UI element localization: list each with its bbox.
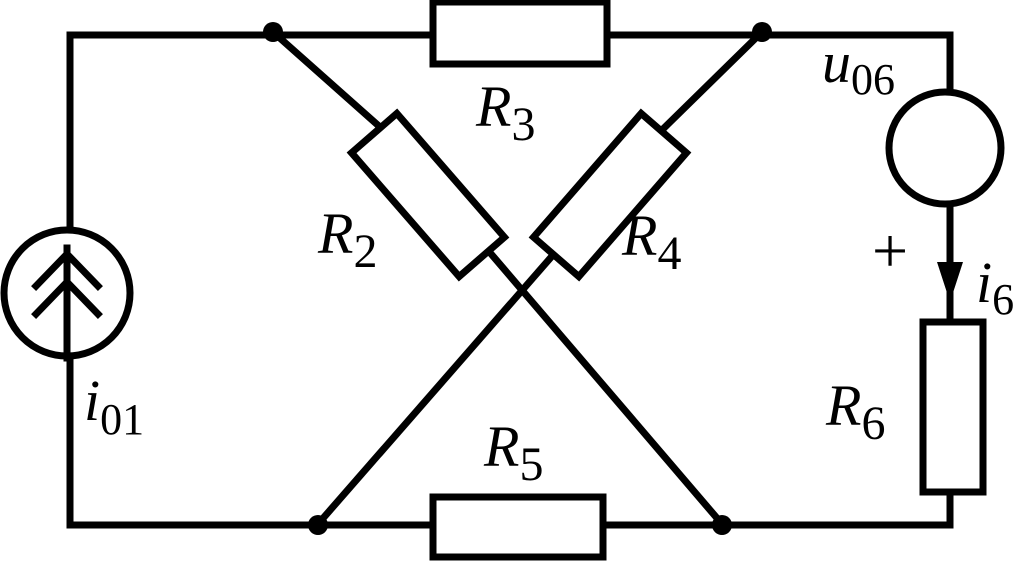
node-bottom-left [308, 515, 328, 535]
label-r6: R6 [825, 373, 885, 450]
wire-r4-upper [660, 27, 767, 132]
label-r3: R3 [475, 74, 535, 151]
resistor-r3 [429, 0, 611, 68]
label-r5: R5 [483, 414, 543, 491]
node-top-left [263, 22, 283, 42]
wire-bottom-right [599, 489, 954, 529]
label-u06: u06 [822, 30, 895, 104]
wire-r4-lower [313, 250, 558, 529]
resistor-r4 [528, 108, 692, 282]
wire-r2-upper [268, 27, 385, 132]
node-bottom-right [712, 515, 732, 535]
resistor-r2 [346, 108, 510, 282]
label-i01: i01 [84, 368, 144, 444]
wire-r2-lower [487, 250, 727, 529]
polarity-plus: + [872, 215, 908, 286]
wire-top-right [603, 31, 954, 94]
current-arrow-i6 [937, 262, 963, 302]
current-source-i01 [0, 226, 134, 362]
node-top-right [752, 22, 772, 42]
label-r4: R4 [621, 203, 681, 280]
voltage-source-u06 [885, 88, 1005, 208]
label-r2: R2 [317, 201, 377, 278]
resistor-r5 [429, 493, 607, 561]
label-i6: i6 [976, 250, 1014, 324]
resistor-r6 [919, 318, 987, 496]
